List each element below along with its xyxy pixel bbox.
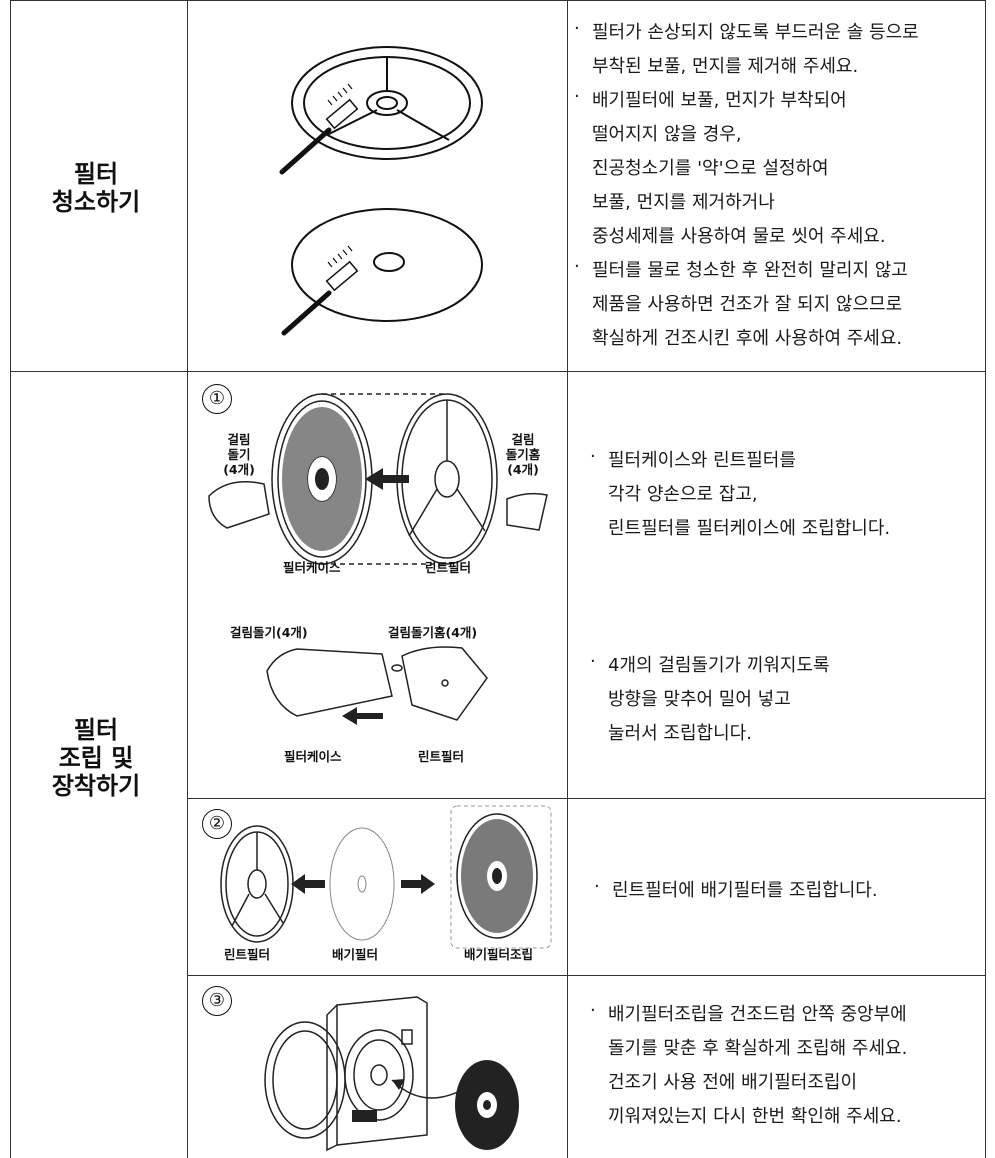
instruction-line: ·4개의 걸림돌기가 끼워지도록 bbox=[590, 651, 830, 676]
instruction-line: ·배기필터조립을 건조드럼 안쪽 중앙부에 bbox=[590, 1000, 907, 1025]
caption-lint-filter-step2: 린트필터 bbox=[224, 947, 271, 962]
instruction-line: 보풀, 먼지를 제거하거나 bbox=[592, 192, 775, 213]
caption-filter-case-2: 필터케이스 bbox=[284, 749, 342, 764]
instruction-line: ·필터를 물로 청소한 후 완전히 말리지 않고 bbox=[574, 256, 908, 281]
instruction-line: 확실하게 건조시킨 후에 사용하여 주세요. bbox=[592, 328, 903, 349]
instruction-line: ·필터케이스와 린트필터를 bbox=[590, 446, 796, 471]
column-divider bbox=[187, 0, 188, 1158]
table-border-top bbox=[10, 0, 985, 1]
instruction-line: 중성세제를 사용하여 물로 씻어 주세요. bbox=[592, 226, 886, 247]
row-label-cleaning: 필터 청소하기 bbox=[51, 160, 141, 216]
instruction-line: ·린트필터에 배기필터를 조립합니다. bbox=[594, 876, 878, 901]
caption-hook-right: 걸림 돌기홈 (4개) bbox=[505, 432, 541, 477]
instruction-line: 끼워져있는지 다시 한번 확인해 주세요. bbox=[608, 1106, 902, 1127]
instruction-line: 방향을 맞추어 밀어 넣고 bbox=[608, 689, 791, 710]
step3-dryer-illustration bbox=[264, 996, 519, 1152]
row-divider bbox=[10, 371, 985, 372]
step1-assembly-illustration bbox=[208, 393, 548, 725]
step-number-2: ② bbox=[202, 809, 232, 839]
instruction-line: ·필터가 손상되지 않도록 부드러운 솔 등으로 bbox=[574, 18, 919, 43]
filter-cleaning-illustration bbox=[279, 46, 483, 336]
caption-hook-groove-4: 걸림돌기홈(4개) bbox=[388, 625, 478, 640]
instruction-line: 돌기를 맞춘 후 확실하게 조립해 주세요. bbox=[608, 1038, 908, 1059]
caption-exhaust-assembly: 배기필터조립 bbox=[464, 947, 534, 962]
caption-hook-4: 걸림돌기(4개) bbox=[230, 625, 308, 640]
caption-hook-left: 걸림 돌기 (4개) bbox=[223, 432, 255, 477]
instruction-line: ·배기필터에 보풀, 먼지가 부착되어 bbox=[574, 86, 847, 111]
table-border-right bbox=[985, 0, 986, 1158]
step-divider bbox=[187, 975, 985, 976]
instruction-line: 린트필터를 필터케이스에 조립합니다. bbox=[608, 518, 891, 539]
instruction-line: 떨어지지 않을 경우, bbox=[592, 124, 742, 145]
table-border-left bbox=[10, 0, 11, 1158]
instruction-line: 건조기 사용 전에 배기필터조립이 bbox=[608, 1072, 858, 1093]
instruction-line: 진공청소기를 '약'으로 설정하여 bbox=[592, 158, 829, 179]
caption-exhaust-filter: 배기필터 bbox=[332, 947, 379, 962]
caption-filter-case: 필터케이스 bbox=[283, 560, 341, 575]
caption-lint-filter: 린트필터 bbox=[425, 560, 472, 575]
step2-assembly-illustration bbox=[220, 805, 552, 949]
instruction-line: 부착된 보풀, 먼지를 제거해 주세요. bbox=[592, 56, 859, 77]
instruction-line: 제품을 사용하면 건조가 잘 되지 않으므로 bbox=[592, 294, 903, 315]
step-number-1: ① bbox=[202, 384, 232, 414]
caption-lint-filter-2: 린트필터 bbox=[418, 749, 465, 764]
step-divider bbox=[187, 798, 985, 799]
column-divider bbox=[567, 0, 568, 1158]
instruction-line: 각각 양손으로 잡고, bbox=[608, 484, 758, 505]
instruction-line: 눌러서 조립합니다. bbox=[608, 723, 752, 744]
row-label-assembly: 필터 조립 및 장착하기 bbox=[51, 716, 141, 800]
step-number-3: ③ bbox=[202, 986, 232, 1016]
